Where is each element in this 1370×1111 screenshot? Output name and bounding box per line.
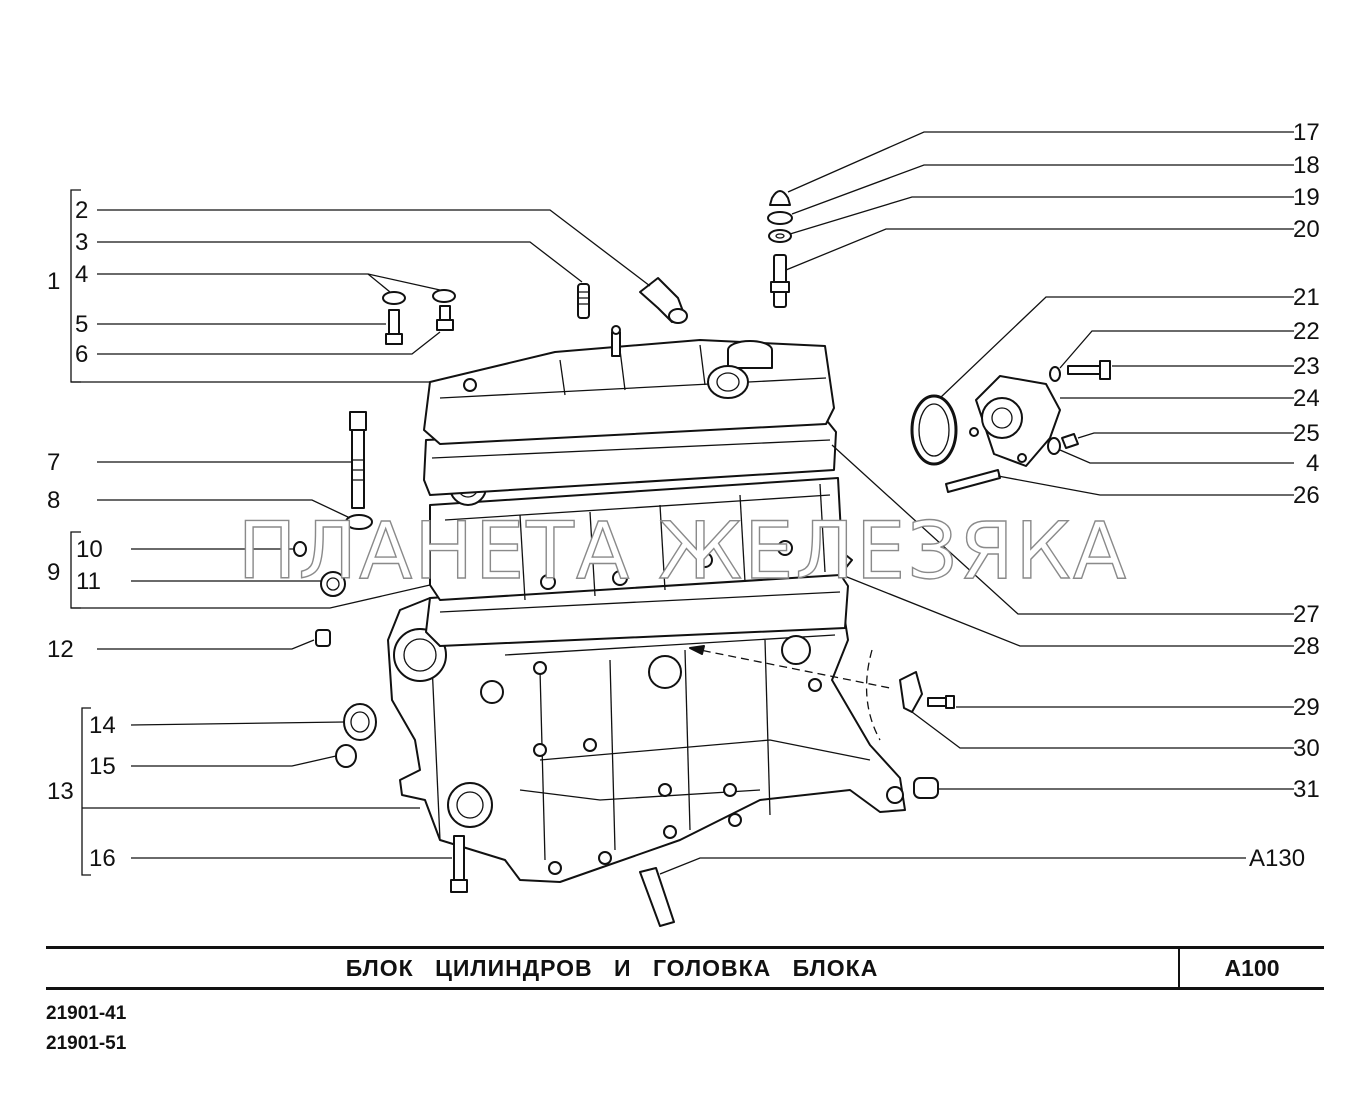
cylinder-block <box>387 587 906 883</box>
callout-11: 11 <box>76 568 101 595</box>
callout-9: 9 <box>47 559 60 586</box>
callout-20: 20 <box>1293 216 1320 243</box>
callout-3: 3 <box>75 229 88 256</box>
callout-22: 22 <box>1293 318 1320 345</box>
callout-a130: A130 <box>1249 845 1305 872</box>
callout-29: 29 <box>1293 694 1320 721</box>
callout-31: 31 <box>1293 776 1320 803</box>
callout-7: 7 <box>47 449 60 476</box>
callout-24: 24 <box>1293 385 1320 412</box>
callout-12: 12 <box>47 636 74 663</box>
group-brackets <box>70 189 91 876</box>
callout-28: 28 <box>1293 633 1320 660</box>
callout-2: 2 <box>75 197 88 224</box>
engine-drawing <box>387 325 906 883</box>
callout-4-left: 4 <box>75 261 88 288</box>
callout-18: 18 <box>1293 152 1320 179</box>
model-number: 21901-41 <box>46 1003 127 1024</box>
callout-30: 30 <box>1293 735 1320 762</box>
callout-23: 23 <box>1293 353 1320 380</box>
diagram-code: A100 <box>1224 955 1280 981</box>
watermark-text: ПЛАНЕТА ЖЕЛЕЗЯКА <box>238 507 1129 597</box>
callout-4-right: 4 <box>1306 450 1319 477</box>
callout-labels: 1 2 3 4 5 6 7 8 9 10 11 12 13 14 15 16 1… <box>47 119 1320 872</box>
callout-13: 13 <box>47 778 74 805</box>
parts-diagram: ПЛАНЕТА ЖЕЛЕЗЯКА 1 2 3 4 5 6 7 8 9 10 11… <box>47 119 1320 927</box>
small-parts <box>293 190 1111 927</box>
diagram-title: БЛОК ЦИЛИНДРОВ И ГОЛОВКА БЛОКА <box>46 949 1180 987</box>
callout-1: 1 <box>47 268 60 295</box>
callout-8: 8 <box>47 487 60 514</box>
leader-lines <box>71 131 1294 875</box>
callout-26: 26 <box>1293 482 1320 509</box>
callout-25: 25 <box>1293 420 1320 447</box>
title-block: БЛОК ЦИЛИНДРОВ И ГОЛОВКА БЛОКА A100 <box>46 946 1324 990</box>
cylinder-head <box>429 477 853 601</box>
callout-19: 19 <box>1293 184 1320 211</box>
callout-16: 16 <box>89 845 116 872</box>
callout-21: 21 <box>1293 284 1320 311</box>
callout-17: 17 <box>1293 119 1320 146</box>
callout-27: 27 <box>1293 601 1320 628</box>
callout-5: 5 <box>75 311 88 338</box>
callout-6: 6 <box>75 341 88 368</box>
model-number: 21901-51 <box>46 1033 127 1054</box>
callout-15: 15 <box>89 753 116 780</box>
callout-10: 10 <box>76 536 103 563</box>
callout-14: 14 <box>89 712 116 739</box>
